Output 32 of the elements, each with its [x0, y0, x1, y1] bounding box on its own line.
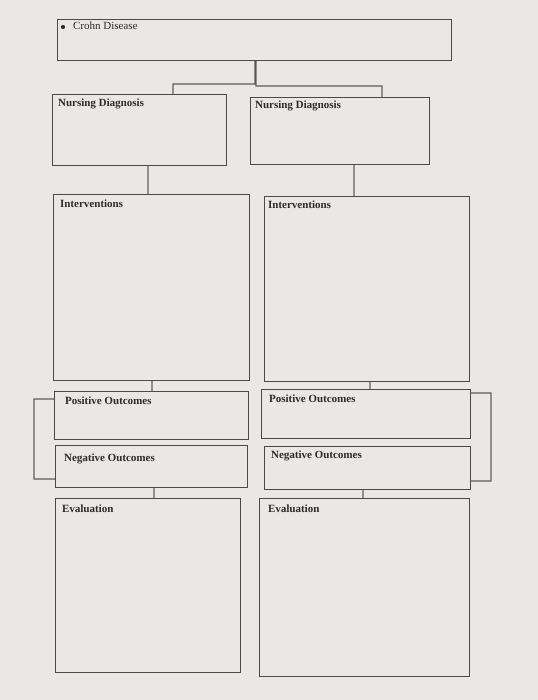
section-heading: Nursing Diagnosis [58, 97, 144, 110]
interventions-box [264, 196, 470, 382]
outcome-box [264, 446, 471, 490]
connector-line [369, 382, 371, 389]
connector-line [153, 488, 155, 498]
section-heading: Positive Outcomes [269, 393, 356, 406]
topic-box [57, 19, 452, 61]
evaluation-box [259, 498, 470, 677]
topic-title: Crohn Disease [73, 20, 138, 33]
outcome-box [54, 391, 249, 440]
section-heading: Negative Outcomes [271, 449, 362, 462]
section-heading: Evaluation [62, 503, 114, 516]
section-heading: Interventions [268, 199, 331, 212]
connector-line [255, 61, 383, 97]
bracket-line [33, 398, 55, 480]
interventions-box [53, 194, 250, 381]
evaluation-box [55, 498, 241, 673]
connector-line [362, 490, 364, 498]
connector-line [172, 61, 256, 94]
section-heading: Nursing Diagnosis [255, 99, 341, 112]
connector-line [151, 381, 153, 391]
section-heading: Evaluation [268, 503, 320, 516]
bracket-line [471, 392, 492, 482]
connector-line [147, 166, 149, 194]
section-heading: Negative Outcomes [64, 452, 155, 465]
connector-line [353, 165, 355, 196]
outcome-box [55, 445, 248, 488]
diagnosis-box [250, 97, 430, 165]
section-heading: Interventions [60, 198, 123, 211]
outcome-box [261, 389, 471, 439]
diagnosis-box [52, 94, 227, 166]
section-heading: Positive Outcomes [65, 395, 152, 408]
